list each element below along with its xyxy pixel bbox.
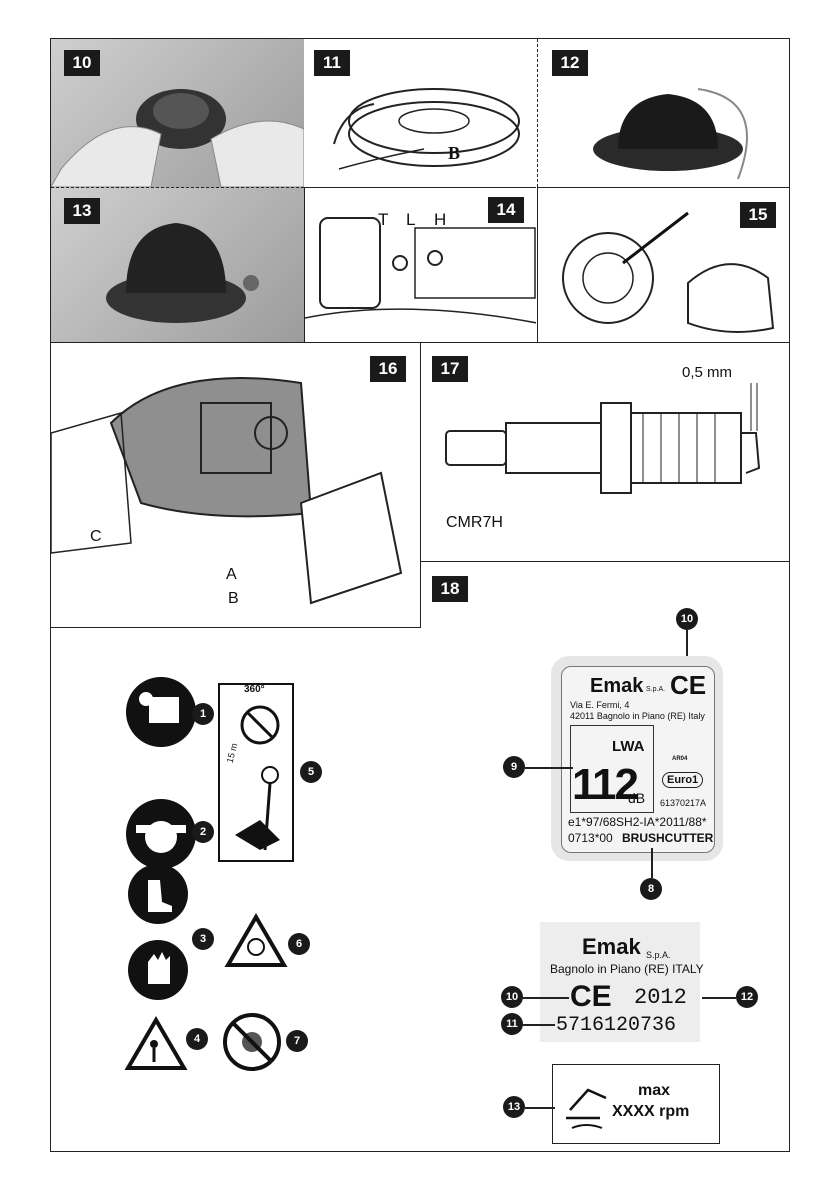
distance-warning-sign xyxy=(218,683,294,862)
label2-ce-mark: CE xyxy=(570,980,612,1013)
bystander-warning-icon xyxy=(124,1016,188,1070)
spool-assembly-illustration xyxy=(106,223,259,323)
fig14-label-t: T xyxy=(378,210,389,229)
leader-9 xyxy=(525,767,573,769)
fig16-label-a: A xyxy=(226,566,237,583)
read-manual-icon xyxy=(126,677,196,747)
spark-plug-illustration xyxy=(445,383,761,494)
label1-code: 61370217A xyxy=(660,798,707,808)
gloves-icon xyxy=(128,940,188,1000)
callout-10-label2: 10 xyxy=(501,986,523,1008)
callout-1: 1 xyxy=(192,703,214,725)
fig16-label-b: B xyxy=(228,590,239,607)
panel-17 xyxy=(421,342,789,562)
ear-protection-icon xyxy=(126,799,196,869)
fig14-label-l: L xyxy=(406,210,416,229)
no-metal-blade-icon xyxy=(223,1013,281,1071)
carburetor-illustration xyxy=(305,217,536,324)
leader-10 xyxy=(686,630,688,670)
panel-15 xyxy=(537,187,789,342)
label1-ce-mark: CE xyxy=(670,670,707,700)
label1-db-value: 112 xyxy=(572,760,639,809)
callout-9-label1: 9 xyxy=(503,756,525,778)
callout-2: 2 xyxy=(192,821,214,843)
label1-approval: e1*97/68SH2-IA*2011/88* xyxy=(568,815,707,829)
label1-db-unit: dB xyxy=(628,790,646,806)
callout-6: 6 xyxy=(288,933,310,955)
fig17-plug-model: CMR7H xyxy=(446,514,503,531)
callout-7: 7 xyxy=(286,1030,308,1052)
panel-14 xyxy=(304,187,536,342)
serial-plate xyxy=(540,922,700,1042)
spool-hands-illustration xyxy=(51,89,304,187)
label2-year: 2012 xyxy=(634,985,687,1010)
label1-address-line2: 42011 Bagnolo in Piano (RE) Italy xyxy=(570,711,705,721)
callout-4: 4 xyxy=(186,1028,208,1050)
panel-18-number: 18 xyxy=(432,576,468,602)
label2-brand: Emak xyxy=(582,934,641,959)
callout-3: 3 xyxy=(192,928,214,950)
label1-address-line1: Via E. Fermi, 4 xyxy=(570,700,630,710)
leader-12 xyxy=(702,997,736,999)
fig17-gap-label: 0,5 mm xyxy=(682,364,733,381)
rpm-label xyxy=(552,1064,720,1144)
callout-11-label2: 11 xyxy=(501,1013,523,1035)
panel-11 xyxy=(304,39,536,187)
panel-15-number: 15 xyxy=(740,202,776,228)
label3-max: max xyxy=(638,1082,671,1099)
panel-13-number: 13 xyxy=(64,198,100,224)
fig14-label-h: H xyxy=(434,210,447,229)
bystander-distance-icon xyxy=(235,705,280,851)
callout-12-label2: 12 xyxy=(736,986,758,1008)
leader-11 xyxy=(523,1024,555,1026)
thrown-objects-warning-icon xyxy=(224,913,288,967)
safety-boots-icon xyxy=(128,864,188,924)
callout-5: 5 xyxy=(300,761,322,783)
callout-8-label1: 8 xyxy=(640,878,662,900)
panel-10-photo xyxy=(51,39,304,187)
label1-serial: 0713*00 xyxy=(568,831,613,845)
panel-16 xyxy=(51,342,421,628)
label2-spa: S.p.A. xyxy=(646,950,671,960)
label1-euro: Euro1 xyxy=(662,772,704,788)
label1-product: BRUSHCUTTER xyxy=(622,831,714,845)
air-filter-illustration xyxy=(562,211,775,333)
label2-number: 5716120736 xyxy=(556,1014,677,1037)
spool-winding-illustration xyxy=(333,88,520,170)
label1-spa: S.p.A. xyxy=(646,686,666,693)
cutting-head-icon xyxy=(566,1088,607,1129)
page-frame xyxy=(50,38,790,1152)
callout-10-label1: 10 xyxy=(676,608,698,630)
panel-17-number: 17 xyxy=(432,356,468,382)
fig11-marker-b: B xyxy=(448,143,461,163)
spark-plug-cover-illustration xyxy=(51,377,403,605)
spool-cap-illustration xyxy=(593,88,748,180)
panel-12-number: 12 xyxy=(552,50,588,76)
leader-10b xyxy=(523,997,569,999)
label1-cert: AR04 xyxy=(672,756,688,762)
panel-10-number: 10 xyxy=(64,50,100,76)
label1-brand: Emak xyxy=(590,675,644,697)
panel-16-number: 16 xyxy=(370,356,406,382)
label1-lwa: LWA xyxy=(612,738,645,755)
panel-14-number: 14 xyxy=(488,197,524,223)
panel-12 xyxy=(537,39,789,187)
leader-13 xyxy=(525,1107,555,1109)
label3-rpm: XXXX rpm xyxy=(612,1103,690,1120)
product-label xyxy=(561,666,715,853)
callout-13-label3: 13 xyxy=(503,1096,525,1118)
sound-power-box xyxy=(570,725,654,813)
leader-8 xyxy=(651,848,653,878)
panel-11-number: 11 xyxy=(314,50,350,76)
fig16-label-c: C xyxy=(90,528,102,545)
angle-label: 360° xyxy=(244,684,265,695)
label2-place: Bagnolo in Piano (RE) ITALY xyxy=(550,962,704,976)
